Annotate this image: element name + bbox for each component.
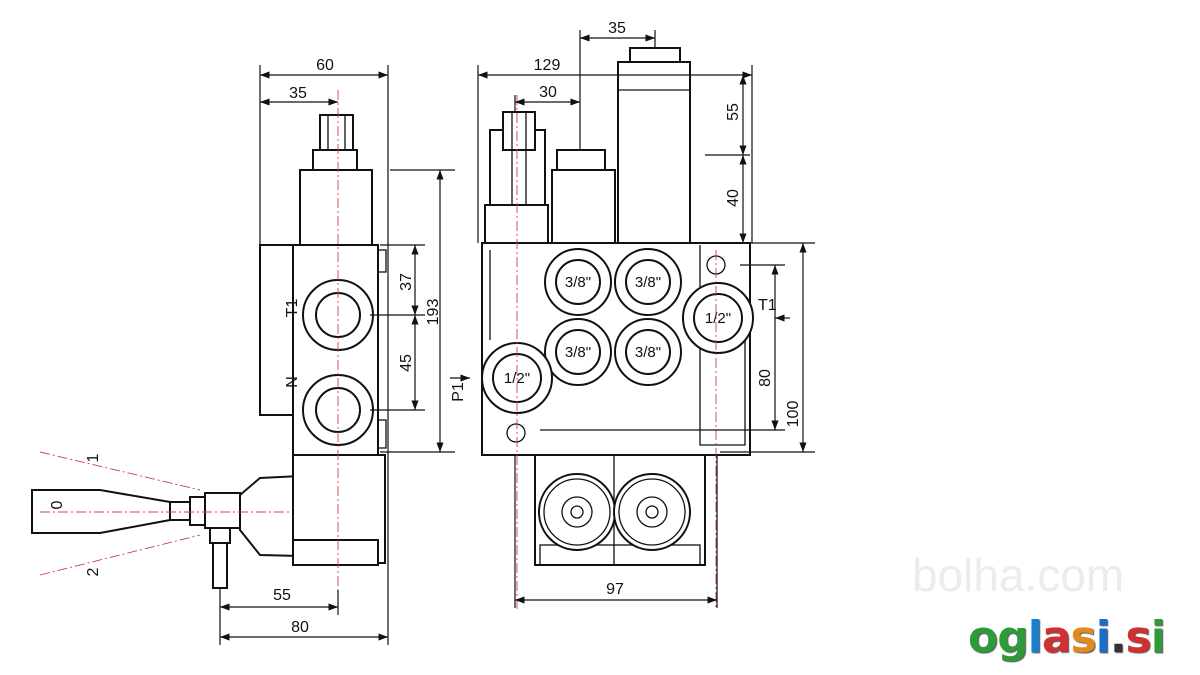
dim-35-front: 35 — [608, 20, 626, 37]
spool-end-1 — [538, 473, 616, 551]
dim-129: 129 — [534, 57, 561, 74]
spool-end-2 — [613, 473, 691, 551]
dim-30: 30 — [539, 84, 557, 101]
logo-letter: a — [1041, 612, 1072, 663]
spool-cap — [617, 61, 691, 244]
label-port-outlet: 1/2" — [705, 310, 731, 327]
logo-letter: g — [997, 612, 1028, 663]
label-lever-0: 0 — [49, 500, 66, 509]
dim-55-front: 55 — [725, 103, 742, 121]
label-n-side: N — [284, 376, 301, 388]
dim-45: 45 — [398, 354, 415, 372]
label-port-b2: 3/8" — [635, 344, 661, 361]
adjust-nut — [319, 114, 354, 151]
dim-97: 97 — [606, 581, 624, 598]
dim-80-front: 80 — [757, 369, 774, 387]
relief-valve — [484, 204, 549, 244]
side-view: 60 35 193 37 45 55 80 T1 N 0 1 2 — [31, 57, 455, 645]
port-b2 — [614, 318, 682, 386]
port-b1 — [544, 318, 612, 386]
dim-60: 60 — [316, 57, 334, 74]
watermark: bolha.com — [912, 549, 1125, 601]
port-a2 — [614, 248, 682, 316]
label-port-b1: 3/8" — [565, 344, 591, 361]
front-view: 3/8" 3/8" 3/8" 3/8" 1/2" 1/2" 129 35 30 … — [450, 20, 815, 610]
logo-letter: o — [968, 612, 998, 663]
dim-193: 193 — [425, 299, 442, 326]
label-port-a2: 3/8" — [635, 274, 661, 291]
dim-35-side: 35 — [289, 85, 307, 102]
logo-letter: i — [1095, 612, 1111, 663]
dim-100: 100 — [785, 401, 802, 428]
port-outlet — [682, 282, 754, 354]
logo-letter: l — [1027, 612, 1043, 663]
label-lever-2: 2 — [85, 567, 102, 576]
logo-letter: i — [1150, 612, 1166, 663]
oglasi-logo[interactable]: oglasi.si — [968, 612, 1166, 663]
logo-letter: . — [1109, 612, 1127, 663]
logo-letter: s — [1070, 612, 1097, 663]
dim-80: 80 — [291, 619, 309, 636]
label-port-a1: 3/8" — [565, 274, 591, 291]
label-t1-front: T1 — [758, 297, 777, 314]
dim-55: 55 — [273, 587, 291, 604]
dim-37: 37 — [398, 273, 415, 291]
port-a1 — [544, 248, 612, 316]
label-lever-1: 1 — [85, 453, 102, 462]
label-t1-side: T1 — [284, 299, 301, 318]
logo-letter: s — [1125, 612, 1152, 663]
dim-40: 40 — [725, 189, 742, 207]
label-p1: P1 — [450, 382, 467, 402]
